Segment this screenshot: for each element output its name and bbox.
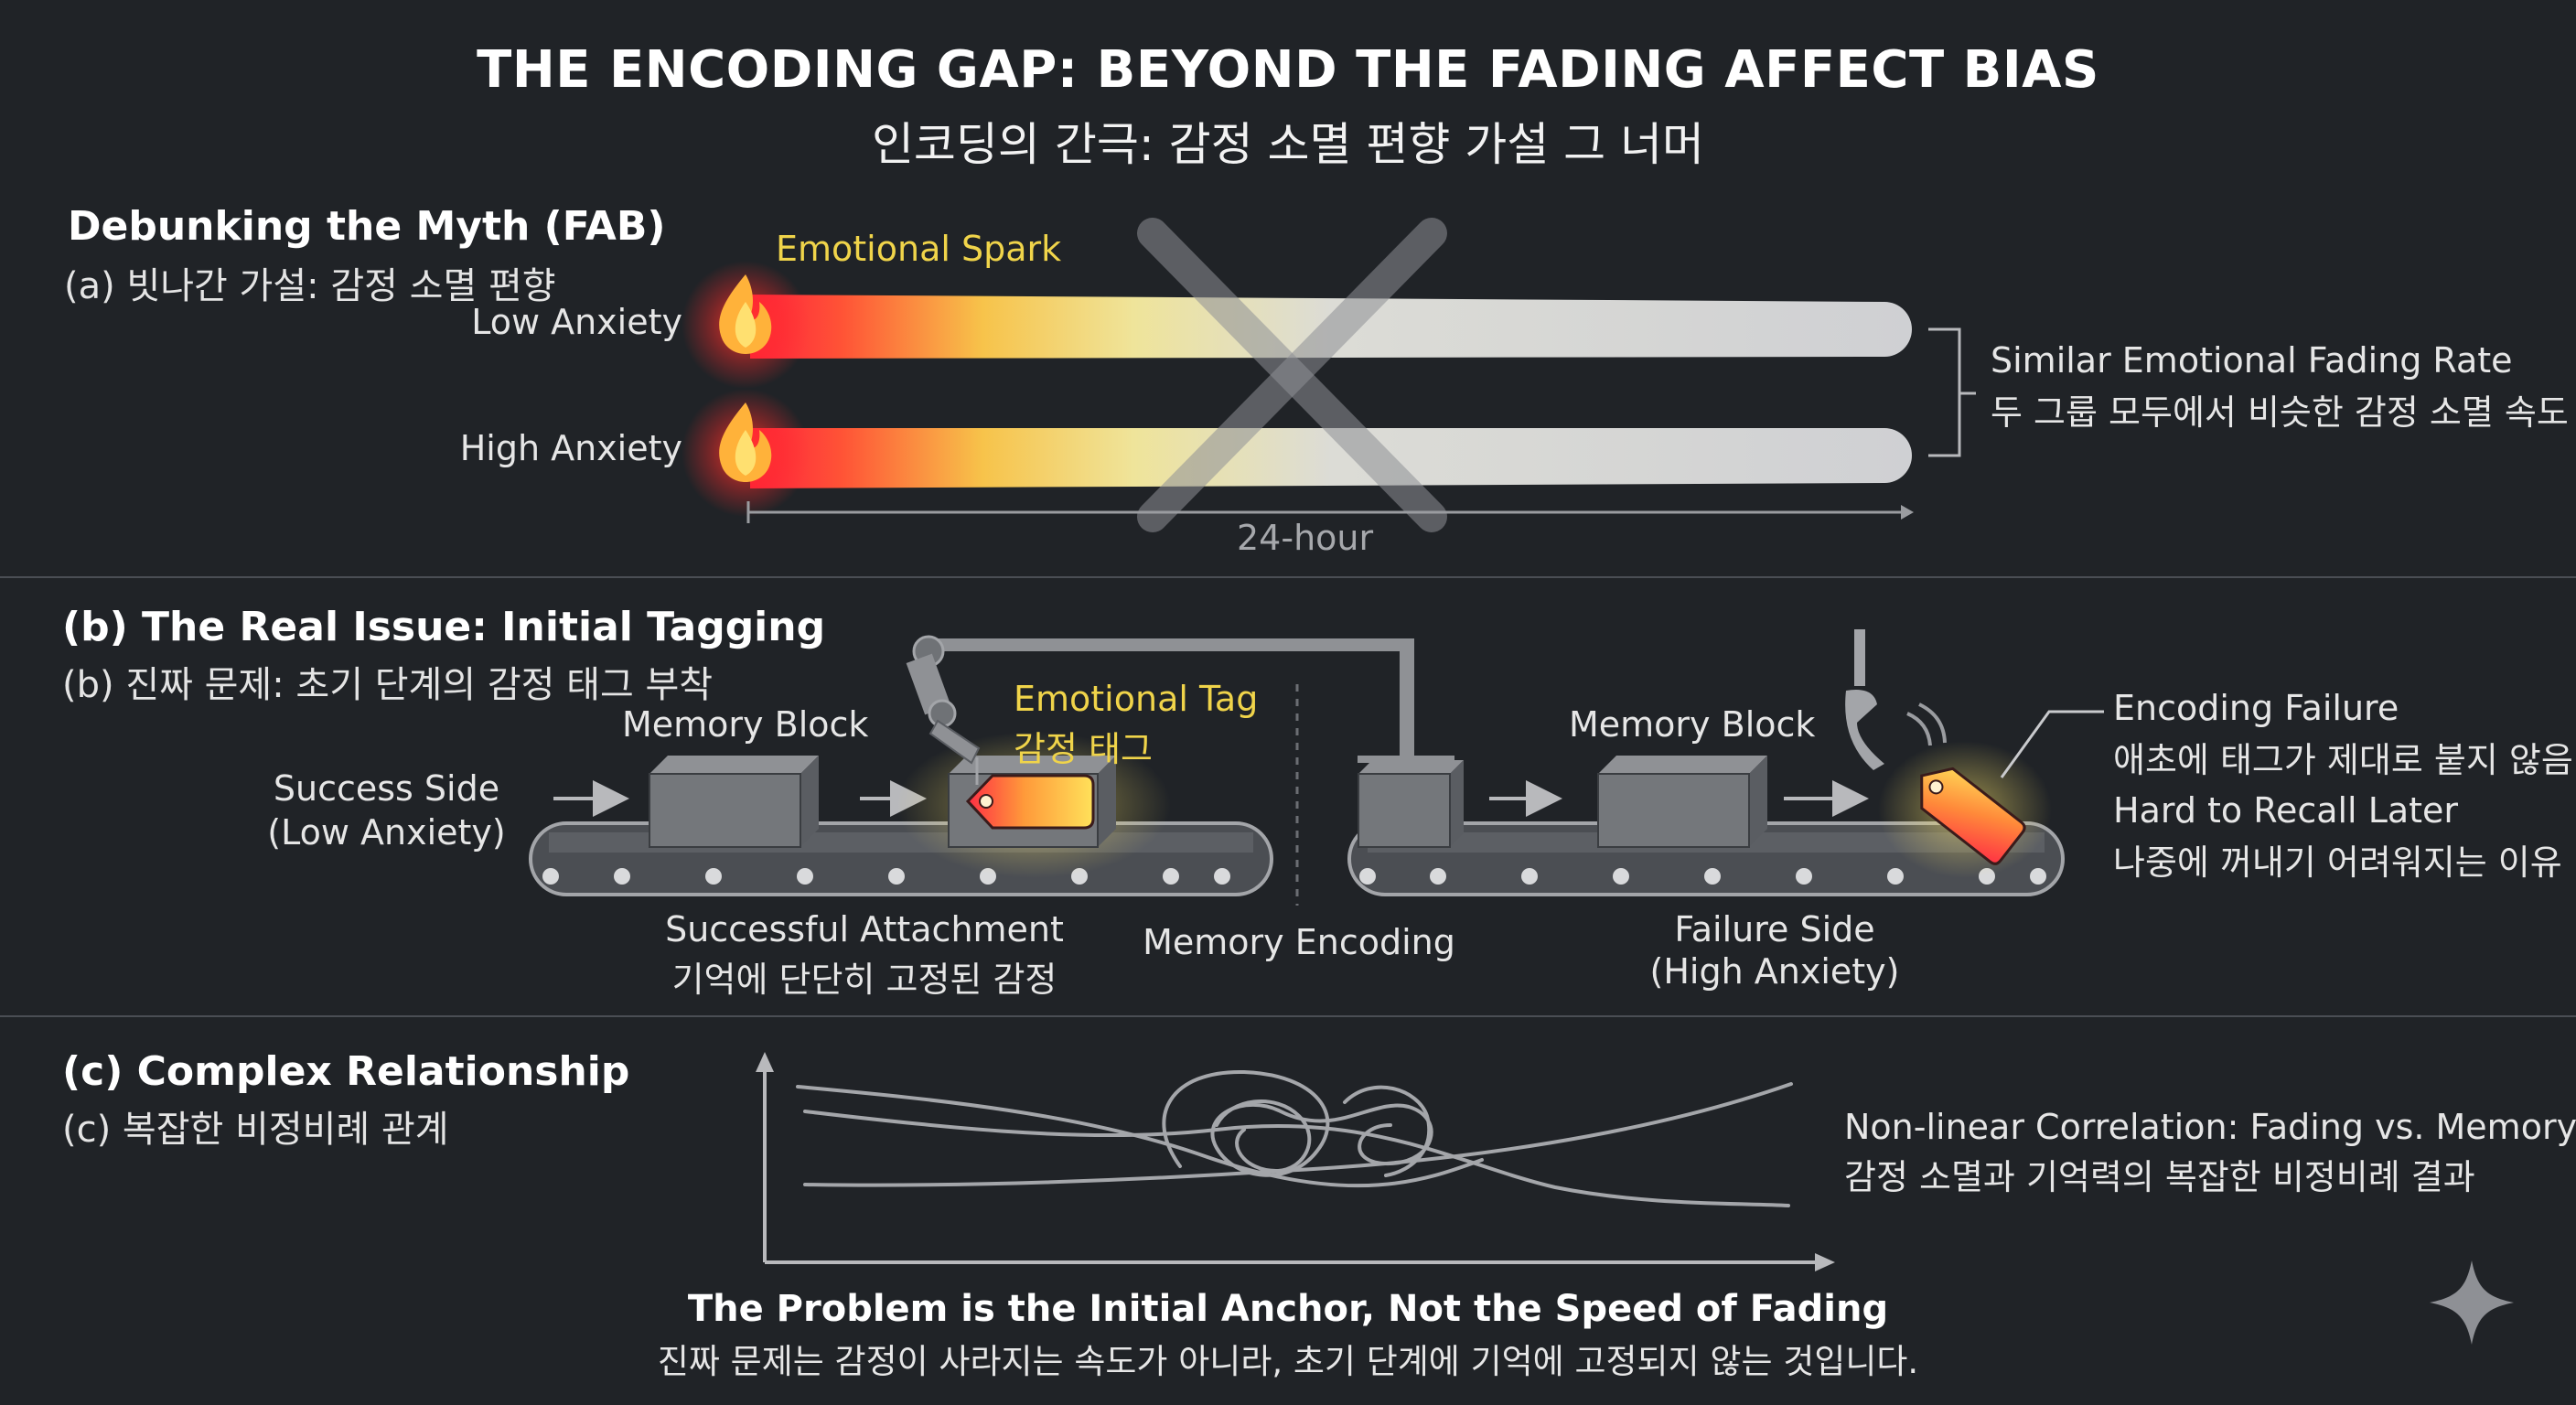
conclusion-text: The Problem is the Initial Anchor, Not t… — [687, 1288, 1889, 1330]
myth-cross-icon — [1137, 218, 1447, 532]
section-b-subtitle: (b) 진짜 문제: 초기 단계의 감정 태그 부착 — [62, 664, 714, 706]
hard-to-recall-label: Hard to Recall Later — [2113, 790, 2459, 831]
emotional-tag-label: Emotional Tag — [1014, 679, 1259, 719]
emotional-spark-label: Emotional Spark — [776, 229, 1062, 269]
memory-block-right-label: Memory Block — [1569, 704, 1816, 745]
page-title-korean: 인코딩의 간극: 감정 소멸 편향 가설 그 너머 — [871, 118, 1705, 171]
encoding-station-block — [1358, 760, 1464, 848]
failure-callout-line — [2000, 710, 2104, 778]
failed-gripper-icon — [1845, 629, 1947, 770]
successful-attachment-label: Successful Attachment — [665, 909, 1064, 949]
section-divider-2 — [0, 1015, 2576, 1017]
memory-block-left — [649, 756, 819, 848]
section-divider-1 — [0, 576, 2576, 578]
high-anxiety-fade-bar — [750, 428, 1912, 488]
low-anxiety-flame-icon — [682, 261, 810, 389]
memory-block-right — [1597, 756, 1767, 848]
section-c-subtitle: (c) 복잡한 비정비례 관계 — [62, 1109, 449, 1151]
emotional-tag-icon — [965, 774, 1095, 830]
correlation-axes — [756, 1052, 1835, 1271]
section-b-title: (b) The Real Issue: Initial Tagging — [62, 604, 826, 650]
high-anxiety-label: High Anxiety — [459, 428, 682, 468]
fading-rate-result: Similar Emotional Fading Rate — [1991, 340, 2513, 381]
encoding-failure-label: Encoding Failure — [2113, 688, 2399, 728]
memory-encoding-label: Memory Encoding — [1143, 922, 1455, 962]
high-anxiety-flame-icon — [682, 389, 810, 517]
nonlinear-correlation-label-korean: 감정 소멸과 기억력의 복잡한 비정비례 결과 — [1844, 1157, 2475, 1197]
tangled-correlation-lines — [796, 1069, 1793, 1207]
failure-side-sublabel: (High Anxiety) — [1649, 951, 1900, 992]
result-bracket — [1928, 327, 1976, 457]
fading-rate-result-korean: 두 그룹 모두에서 비슷한 감정 소멸 속도 — [1991, 392, 2569, 433]
falling-emotional-tag-icon — [1878, 741, 2052, 878]
time-axis — [746, 501, 1914, 523]
conclusion-text-korean: 진짜 문제는 감정이 사라지는 속도가 아니라, 초기 단계에 기억에 고정되지… — [657, 1342, 1919, 1381]
tagging-robot-arm — [906, 635, 1454, 785]
section-c-title: (c) Complex Relationship — [62, 1048, 630, 1095]
low-anxiety-label: Low Anxiety — [471, 302, 682, 342]
emotional-tag-label-korean: 감정 태그 — [1014, 729, 1153, 769]
section-a-title: Debunking the Myth (FAB) — [68, 203, 666, 250]
hard-to-recall-label-korean: 나중에 꺼내기 어려워지는 이유 — [2113, 842, 2562, 883]
page-title: THE ENCODING GAP: BEYOND THE FADING AFFE… — [477, 40, 2099, 100]
sparkle-icon — [2430, 1260, 2514, 1345]
encoding-failure-label-korean: 애초에 태그가 제대로 붙지 않음 — [2113, 740, 2573, 780]
memory-block-left-label: Memory Block — [622, 704, 869, 745]
success-side-sublabel: (Low Anxiety) — [267, 812, 506, 853]
successful-attachment-label-korean: 기억에 단단히 고정된 감정 — [671, 960, 1057, 1000]
success-conveyor-belt — [529, 821, 1273, 896]
time-axis-label: 24-hour — [1237, 518, 1374, 558]
section-a-subtitle: (a) 빗나간 가설: 감정 소멸 편향 — [64, 265, 556, 307]
success-side-label: Success Side — [273, 768, 500, 809]
nonlinear-correlation-label: Non-linear Correlation: Fading vs. Memor… — [1844, 1107, 2576, 1147]
failure-side-label: Failure Side — [1674, 909, 1875, 949]
